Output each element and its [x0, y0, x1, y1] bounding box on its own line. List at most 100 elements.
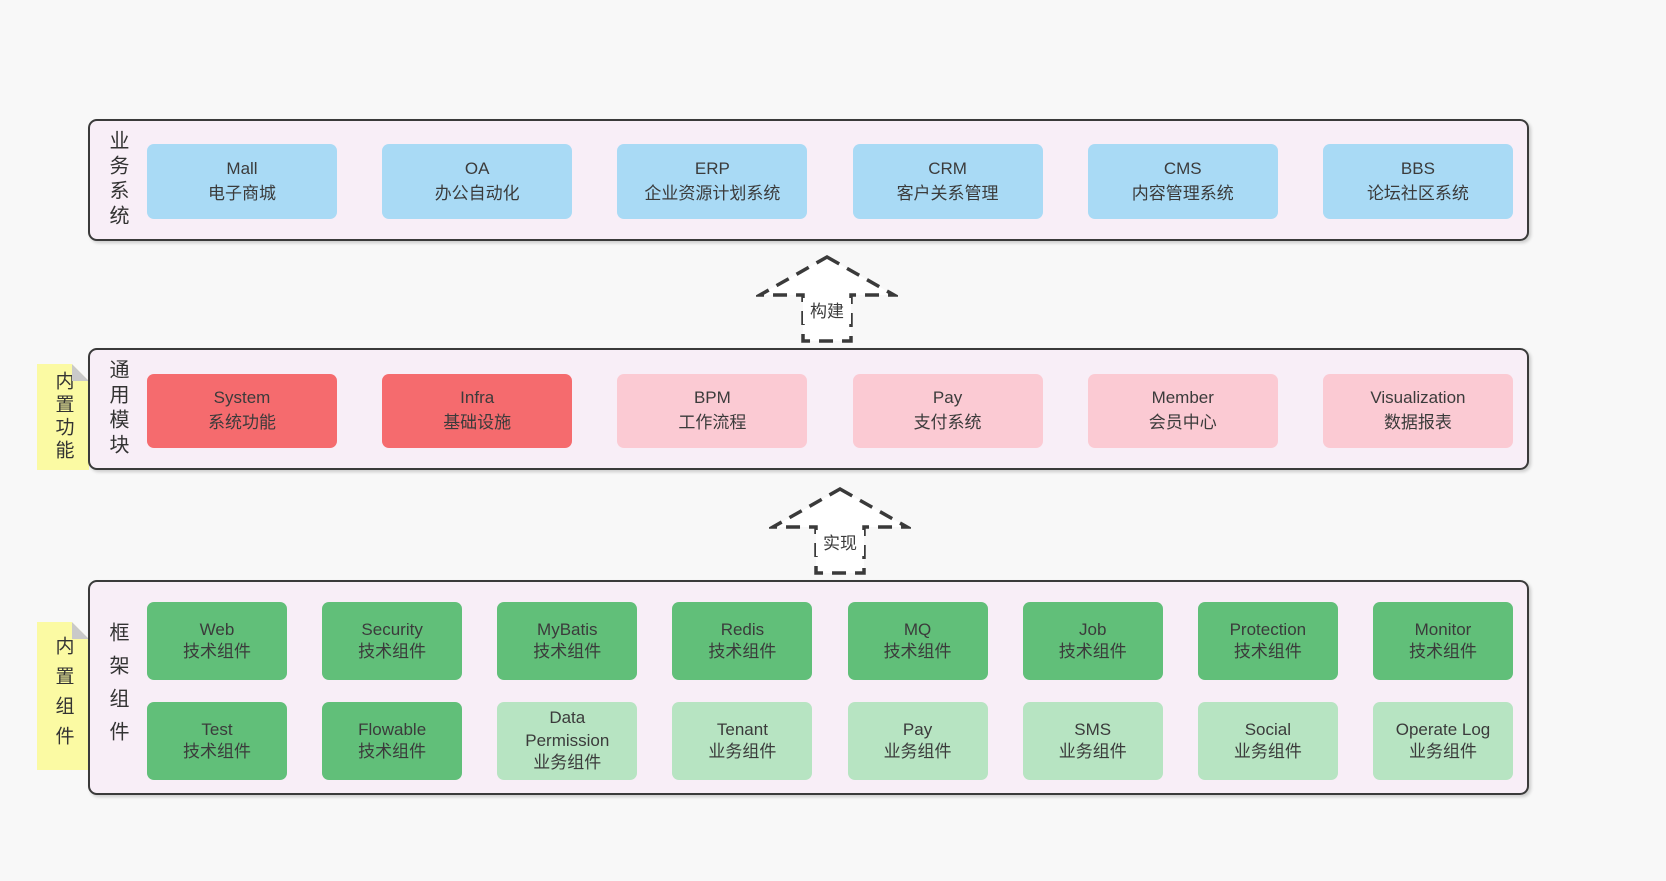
node-title: System — [213, 388, 271, 408]
node-title: Protection — [1229, 619, 1307, 639]
arrow-implement-icon: 实现 — [769, 486, 911, 575]
node-subtitle: 支付系统 — [913, 413, 982, 432]
node-test: Test 技术组件 — [147, 702, 287, 780]
node-crm: CRM 客户关系管理 — [852, 144, 1043, 219]
node-pay-module: Pay 支付系统 — [852, 374, 1043, 448]
node-bpm: BPM 工作流程 — [617, 374, 808, 448]
node-subtitle: 技术组件 — [883, 642, 952, 661]
node-subtitle: 技术组件 — [708, 642, 777, 661]
node-subtitle: 会员中心 — [1148, 413, 1217, 432]
node-subtitle: 基础设施 — [443, 413, 512, 432]
node-subtitle: 系统功能 — [208, 413, 276, 432]
node-flowable: Flowable 技术组件 — [322, 702, 463, 780]
node-subtitle: 客户关系管理 — [896, 183, 999, 203]
node-job: Job 技术组件 — [1022, 602, 1163, 680]
node-subtitle: 数据报表 — [1383, 413, 1452, 432]
framework-components-row-1: Web 技术组件 Security 技术组件 MyBatis 技术组件 Redi… — [147, 602, 1513, 680]
panel-business-systems: 业务系统 Mall 电子商城 OA 办公自动化 ERP 企业资源计划系统 CRM… — [88, 119, 1529, 241]
node-subtitle: 工作流程 — [678, 413, 747, 432]
node-operate-log: Operate Log 业务组件 — [1372, 702, 1513, 780]
panel-title-business-systems: 业务系统 — [106, 130, 128, 230]
node-subtitle: 业务组件 — [1058, 742, 1127, 761]
node-system: System 系统功能 — [147, 374, 337, 448]
node-tenant: Tenant 业务组件 — [672, 702, 813, 780]
node-subtitle: 技术组件 — [358, 642, 427, 661]
node-subtitle: 业务组件 — [883, 742, 952, 761]
node-subtitle: 技术组件 — [358, 742, 427, 761]
node-title: Operate Log — [1395, 719, 1491, 739]
arrow-build-label: 构建 — [810, 302, 844, 321]
node-oa: OA 办公自动化 — [382, 144, 573, 219]
node-web: Web 技术组件 — [147, 602, 287, 680]
node-data-permission: Data Permission 业务组件 — [497, 702, 638, 780]
node-subtitle: 内容管理系统 — [1131, 183, 1234, 203]
node-title: Flowable — [358, 719, 427, 739]
node-title: CRM — [928, 158, 967, 178]
common-modules-row: System 系统功能 Infra 基础设施 BPM 工作流程 Pay 支付系统… — [147, 374, 1513, 448]
node-subtitle: 技术组件 — [183, 742, 251, 761]
node-monitor: Monitor 技术组件 — [1372, 602, 1513, 680]
node-title: OA — [464, 158, 490, 178]
node-mybatis: MyBatis 技术组件 — [497, 602, 638, 680]
node-subtitle: 技术组件 — [1408, 642, 1477, 661]
node-protection: Protection 技术组件 — [1197, 602, 1338, 680]
node-bbs: BBS 论坛社区系统 — [1322, 144, 1513, 219]
arrow-build-icon: 构建 — [756, 254, 898, 343]
node-redis: Redis 技术组件 — [672, 602, 813, 680]
business-systems-row: Mall 电子商城 OA 办公自动化 ERP 企业资源计划系统 CRM 客户关系… — [147, 144, 1513, 219]
node-title: Security — [361, 619, 423, 639]
node-social: Social 业务组件 — [1197, 702, 1338, 780]
node-subtitle: 技术组件 — [183, 642, 251, 661]
node-title: Pay — [902, 719, 933, 739]
node-mall: Mall 电子商城 — [147, 144, 337, 219]
node-title: Web — [199, 619, 235, 639]
node-subtitle: 技术组件 — [1233, 642, 1302, 661]
node-title: MQ — [903, 619, 932, 639]
node-infra: Infra 基础设施 — [382, 374, 573, 448]
node-mq: MQ 技术组件 — [847, 602, 988, 680]
node-title: Test — [201, 719, 233, 739]
node-cms: CMS 内容管理系统 — [1087, 144, 1278, 219]
node-subtitle: 业务组件 — [1233, 742, 1302, 761]
node-subtitle: 企业资源计划系统 — [644, 183, 781, 203]
panel-title-framework-components: 框架组件 — [106, 621, 128, 754]
node-pay-component: Pay 业务组件 — [847, 702, 988, 780]
node-title: Social — [1244, 719, 1291, 739]
node-title: Redis — [720, 619, 765, 639]
sticky-note-label: 内置组件 — [52, 636, 74, 756]
sticky-note-built-in-components: 内置组件 — [37, 622, 89, 770]
node-title: Data Permission — [525, 708, 610, 750]
sticky-note-label: 内置功能 — [52, 371, 74, 463]
node-subtitle: 论坛社区系统 — [1366, 183, 1469, 203]
node-subtitle: 业务组件 — [1408, 742, 1477, 761]
panel-title-common-modules: 通用模块 — [106, 359, 128, 459]
node-title: SMS — [1074, 719, 1112, 739]
node-subtitle: 业务组件 — [533, 753, 602, 773]
node-sms: SMS 业务组件 — [1022, 702, 1163, 780]
framework-components-row-2: Test 技术组件 Flowable 技术组件 Data Permission … — [147, 702, 1513, 780]
node-erp: ERP 企业资源计划系统 — [617, 144, 808, 219]
node-subtitle: 技术组件 — [1058, 642, 1127, 661]
node-title: BBS — [1400, 158, 1435, 178]
node-title: MyBatis — [537, 619, 598, 639]
node-visualization: Visualization 数据报表 — [1322, 374, 1513, 448]
arrow-implement-label: 实现 — [823, 534, 857, 553]
node-title: ERP — [694, 158, 730, 178]
node-title: Infra — [460, 388, 495, 408]
node-title: Mall — [226, 158, 258, 178]
node-subtitle: 办公自动化 — [434, 183, 520, 203]
node-title: Monitor — [1414, 619, 1472, 639]
node-title: Tenant — [716, 719, 768, 739]
node-title: Pay — [932, 388, 963, 408]
panel-framework-components: 框架组件 Web 技术组件 Security 技术组件 MyBatis 技术组件… — [88, 580, 1529, 795]
node-subtitle: 技术组件 — [533, 642, 602, 661]
node-member: Member 会员中心 — [1087, 374, 1278, 448]
node-title: Visualization — [1370, 388, 1466, 408]
node-subtitle: 电子商城 — [208, 183, 276, 203]
node-title: CMS — [1163, 158, 1202, 178]
node-title: BPM — [693, 388, 731, 408]
node-title: Member — [1151, 388, 1214, 408]
sticky-note-built-in-features: 内置功能 — [37, 364, 89, 470]
node-security: Security 技术组件 — [322, 602, 463, 680]
